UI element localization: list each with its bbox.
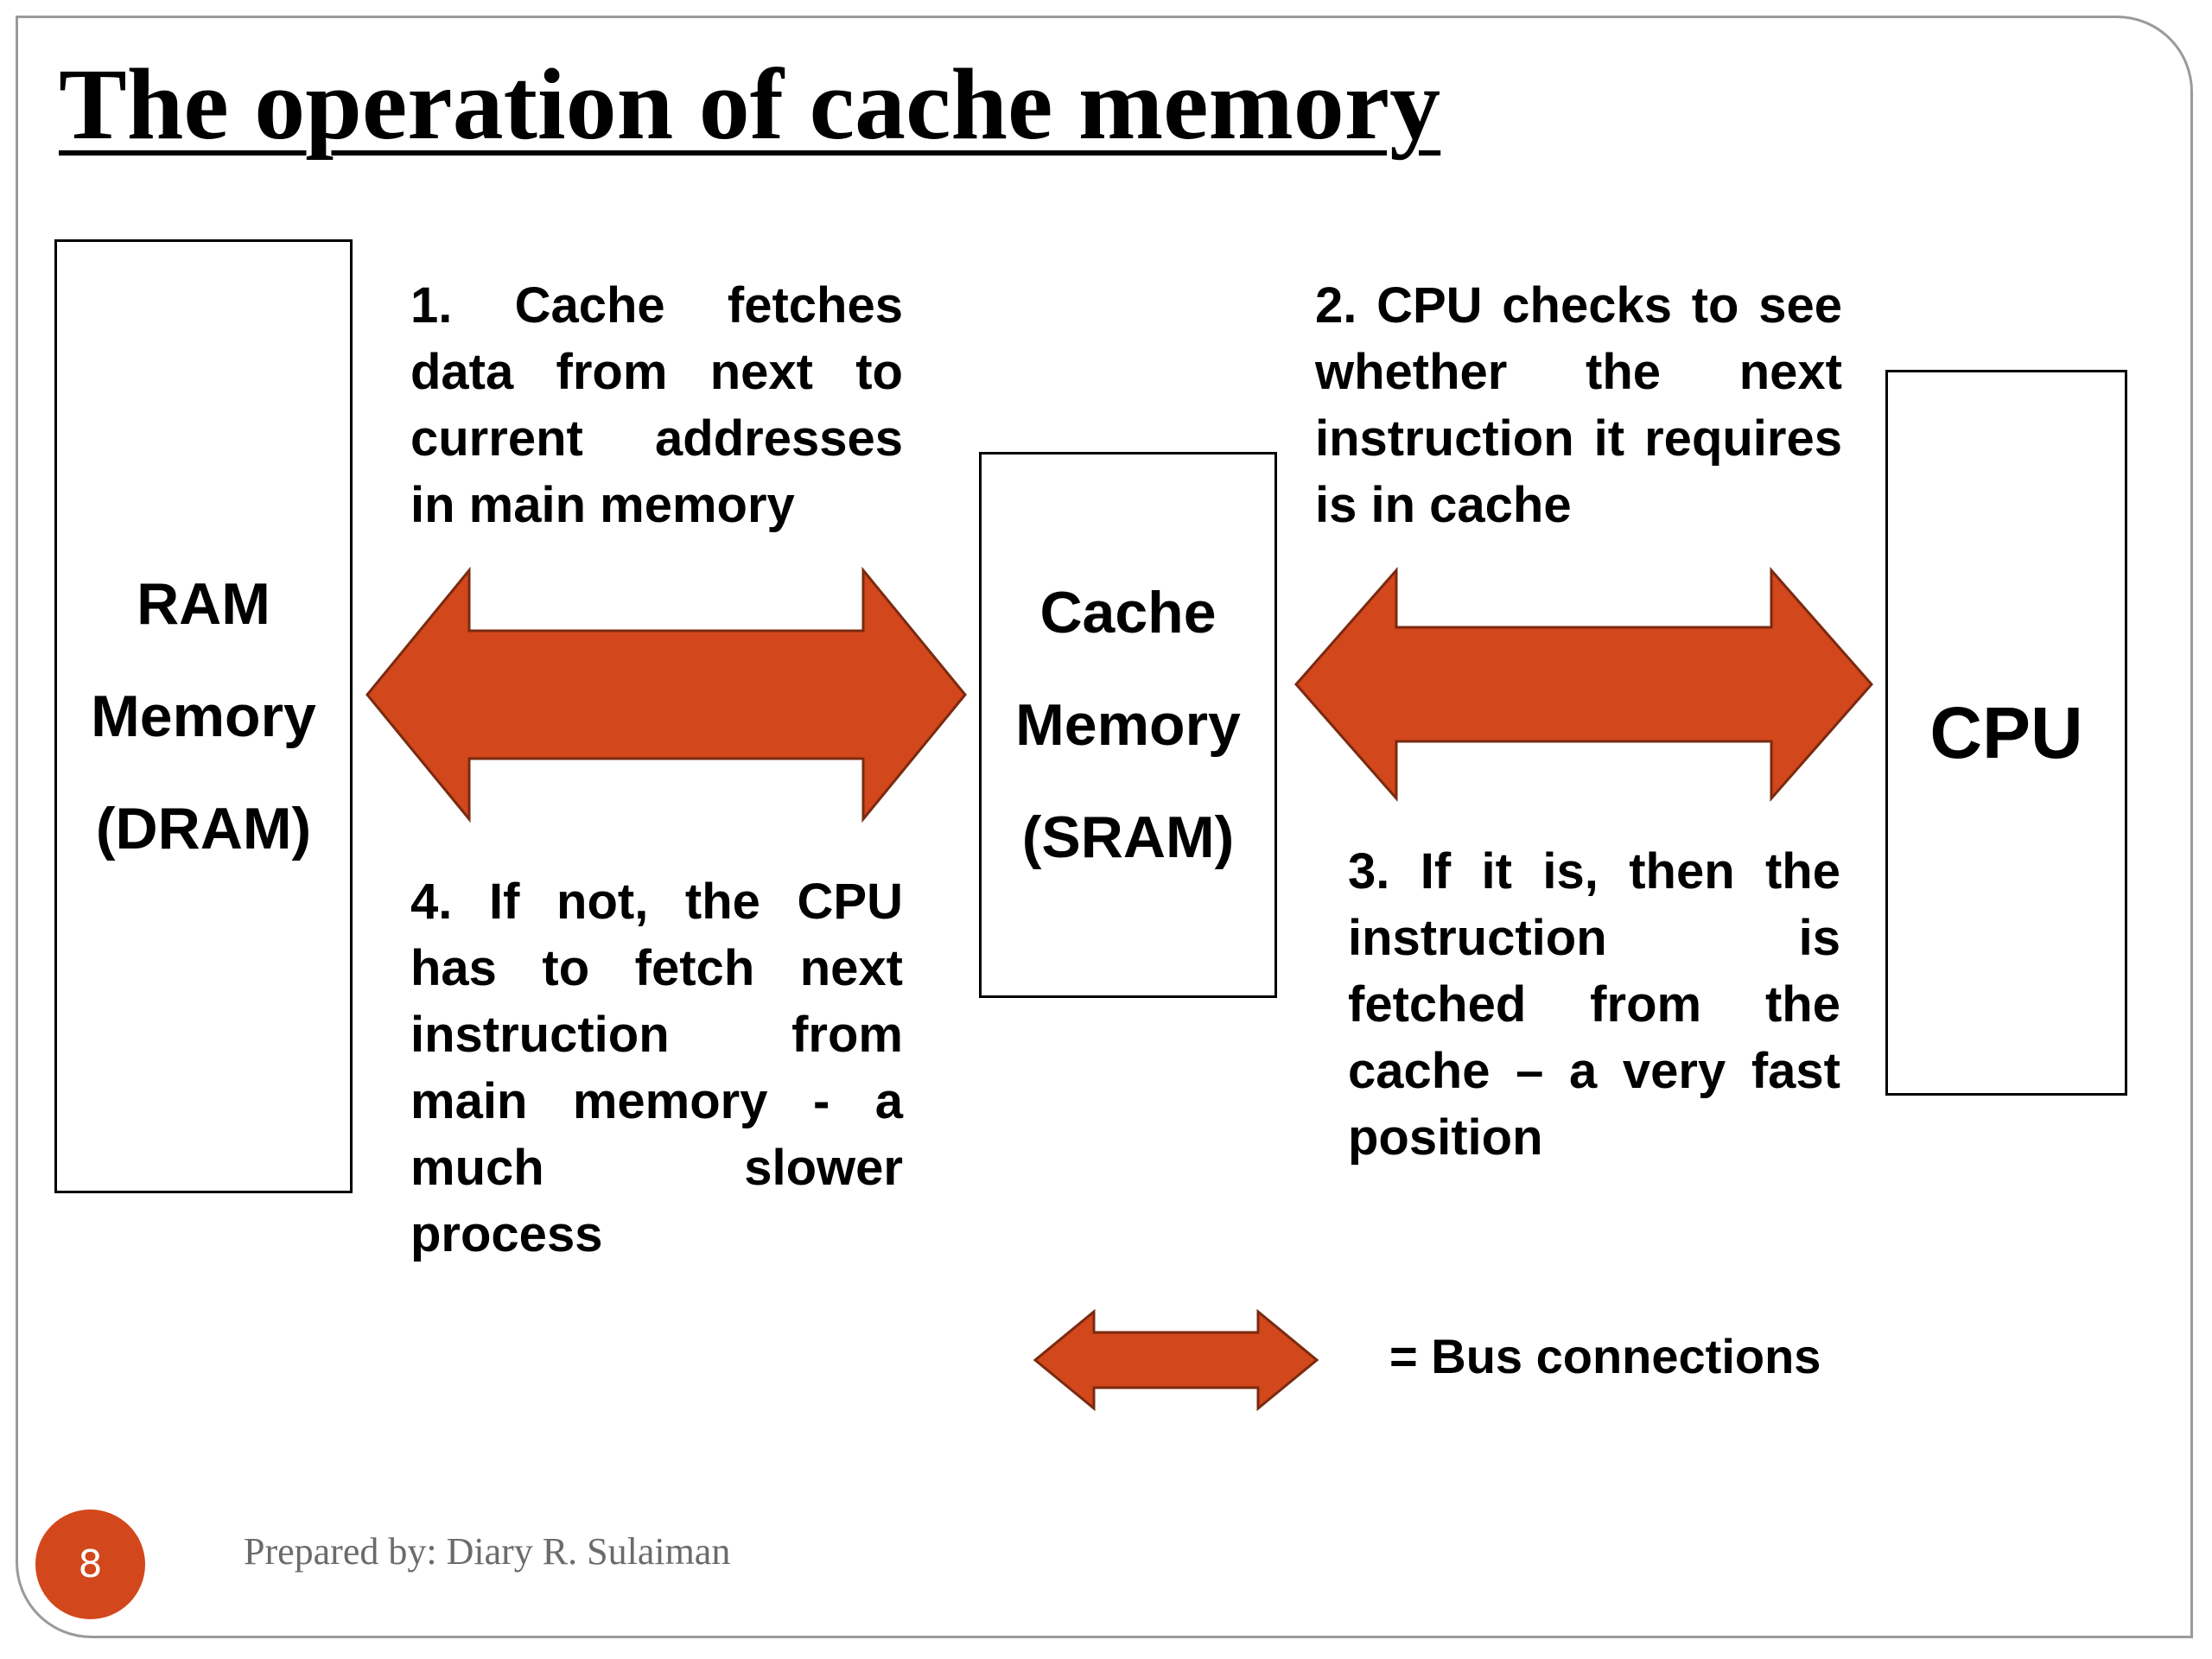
step-1-text: 1. Cache fetches data from next to curre… bbox=[410, 277, 903, 533]
footer-credit: Prepared by: Diary R. Sulaiman bbox=[244, 1530, 731, 1573]
step-3-text: 3. If it is, then the instruction is fet… bbox=[1348, 843, 1840, 1166]
legend-arrow-shape bbox=[1033, 1308, 1319, 1412]
cache-cpu-bus-arrow-icon bbox=[1294, 567, 1873, 802]
page-number: 8 bbox=[78, 1542, 103, 1586]
cache-cpu-arrow-shape bbox=[1294, 567, 1873, 802]
step-2-text: 2. CPU checks to see whether the next in… bbox=[1315, 277, 1842, 533]
cpu-box: CPU bbox=[1885, 370, 2127, 1096]
ram-memory-box: RAM Memory (DRAM) bbox=[54, 239, 353, 1193]
ram-label-line3: (DRAM) bbox=[95, 796, 312, 861]
cache-label-line1: Cache bbox=[1039, 580, 1217, 645]
slide-title: The operation of cache memory bbox=[59, 48, 1441, 161]
cache-label-line2: Memory bbox=[1015, 692, 1241, 758]
step-4-text: 4. If not, the CPU has to fetch next ins… bbox=[410, 874, 903, 1262]
ram-label-line2: Memory bbox=[91, 683, 316, 749]
cpu-label: CPU bbox=[1929, 692, 2083, 773]
ram-label-line1: RAM bbox=[137, 571, 270, 637]
ram-cache-arrow-shape bbox=[365, 566, 967, 823]
page-number-badge: 8 bbox=[35, 1510, 145, 1619]
cache-label-line3: (SRAM) bbox=[1021, 804, 1235, 870]
ram-cache-bus-arrow-icon bbox=[365, 566, 967, 823]
legend-label: = Bus connections bbox=[1389, 1329, 1821, 1383]
legend-bus-arrow-icon bbox=[1033, 1308, 1319, 1412]
cache-memory-box: Cache Memory (SRAM) bbox=[979, 452, 1277, 998]
